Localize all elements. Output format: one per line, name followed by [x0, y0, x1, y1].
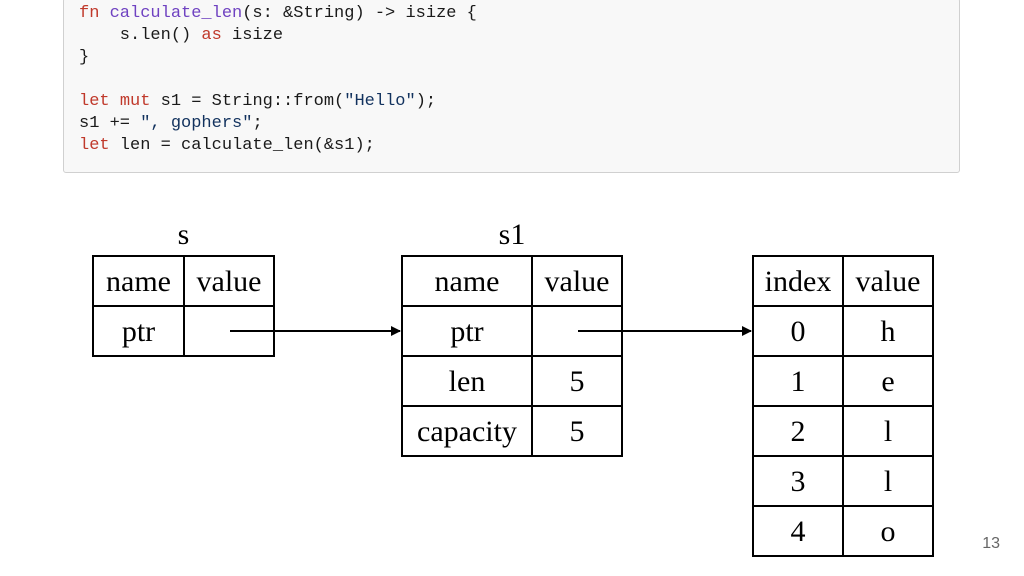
table-cell: ptr [450, 315, 483, 348]
table-cell: e [881, 365, 894, 398]
code-line: s1 += ", gophers"; [79, 114, 263, 133]
page-number: 13 [982, 535, 1000, 552]
table-cell: 2 [791, 415, 806, 448]
table-header: name [435, 265, 500, 298]
table-cell: h [881, 315, 896, 348]
table-header: value [197, 265, 262, 298]
table-title: s1 [499, 218, 526, 251]
code-block: fn calculate_len(s: &String) -> isize { … [63, 0, 960, 173]
table-cell: l [884, 415, 892, 448]
table-cell: 5 [570, 365, 585, 398]
table-cell: 1 [791, 365, 806, 398]
table-cell: 5 [570, 415, 585, 448]
table-cell: 4 [791, 515, 806, 548]
code-line: let len = calculate_len(&s1); [79, 136, 375, 155]
table-cell: 0 [791, 315, 806, 348]
code-line: let mut s1 = String::from("Hello"); [79, 92, 437, 111]
table-cell: l [884, 465, 892, 498]
code-line: fn calculate_len(s: &String) -> isize { [79, 4, 477, 23]
table-cell: o [881, 515, 896, 548]
s1-table: s1 name value ptr len 5 capacity 5 [401, 218, 623, 457]
table-cell: len [449, 365, 486, 398]
table-header: index [765, 265, 832, 298]
table-header: value [856, 265, 921, 298]
table-cell: ptr [122, 315, 155, 348]
table-header: name [106, 265, 171, 298]
heap-table: index value 0 h 1 e 2 l 3 l 4 o [752, 255, 934, 557]
table-cell: 3 [791, 465, 806, 498]
table-header: value [545, 265, 610, 298]
table-title: s [178, 218, 190, 251]
code-line: s.len() as isize [79, 26, 284, 45]
code-line: } [79, 48, 90, 67]
table-cell: capacity [417, 415, 517, 448]
